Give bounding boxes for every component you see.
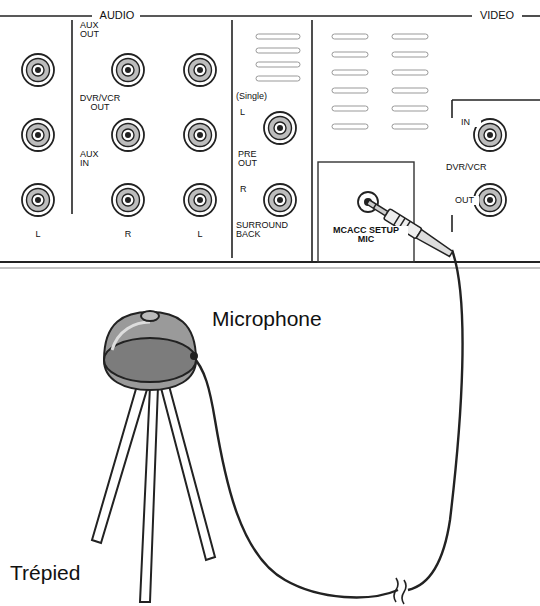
vent-slot (392, 124, 428, 129)
vent-slot (332, 52, 368, 57)
jack-label: (Single) (236, 92, 280, 101)
rca-jacks (22, 54, 506, 216)
vent-slot (392, 70, 428, 75)
vent-slot (332, 124, 368, 129)
rca-jack (22, 54, 54, 86)
vent-slot (332, 34, 368, 39)
rca-jack (184, 119, 216, 151)
rca-jack (184, 54, 216, 86)
vent-slot (392, 52, 428, 57)
vent-slot (256, 34, 300, 39)
rca-jack (112, 54, 144, 86)
jack-label: AUX IN (80, 150, 108, 169)
microphone (104, 311, 197, 390)
channel-label: L (190, 230, 210, 239)
jack-label: SURROUND BACK (236, 221, 296, 240)
rca-jack (112, 119, 144, 151)
jack-label: IN (461, 118, 481, 127)
vent-slot (392, 34, 428, 39)
vent-slot (392, 106, 428, 111)
cable-break (394, 578, 406, 604)
mic-jack-label: MCACC SETUP MIC (324, 226, 408, 245)
section-label: VIDEO (474, 10, 520, 22)
rca-jack (264, 112, 296, 144)
vent-slot (392, 88, 428, 93)
channel-label: L (240, 108, 254, 117)
vent-slot (332, 88, 368, 93)
jack-label: PRE OUT (238, 150, 268, 169)
part-name: Trépied (10, 562, 120, 584)
jack-label: OUT (455, 196, 479, 205)
section-label: AUDIO (95, 10, 139, 22)
vent-slot (332, 70, 368, 75)
mic-cable (192, 250, 463, 597)
jack-label: AUX OUT (80, 21, 108, 40)
jack-label: DVR/VCR OUT (75, 94, 125, 113)
channel-label: R (118, 230, 138, 239)
rca-jack (22, 184, 54, 216)
part-name: Microphone (212, 308, 352, 330)
mic-panel (318, 162, 414, 262)
vent-slot (256, 62, 300, 67)
channel-label: R (240, 185, 254, 194)
vent-slot (256, 48, 300, 53)
rca-jack (22, 119, 54, 151)
channel-label: L (28, 230, 48, 239)
rca-jack (112, 184, 144, 216)
vent-slot (332, 106, 368, 111)
rca-jack (184, 184, 216, 216)
rca-jack (264, 184, 296, 216)
jack-label: DVR/VCR (446, 163, 492, 172)
vent-slot (256, 76, 300, 81)
panel-lines (0, 16, 540, 268)
